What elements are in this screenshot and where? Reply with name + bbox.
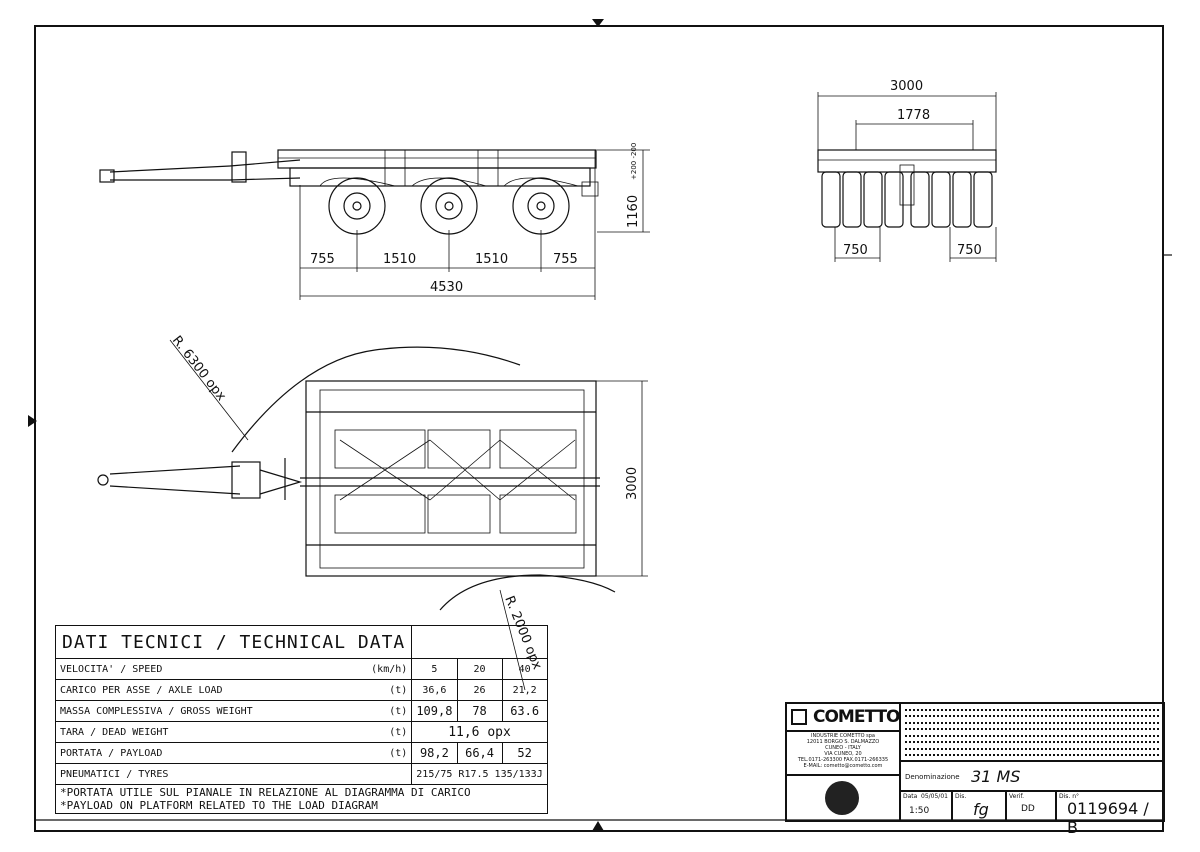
tech-table-title: DATI TECNICI / TECHNICAL DATA [54,625,413,659]
dim-plan-width: 3000 [625,467,640,500]
checked-by: DD [1021,804,1035,814]
center-mark-bottom [592,821,604,831]
dim-front-overhang: 755 [310,252,335,267]
table-row: PNEUMATICI / TYRES 215/75 R17.5 135/133J [54,763,548,785]
company-logo: COMETTO [813,707,900,727]
seal-icon [825,781,859,815]
center-mark-left [28,415,37,427]
table-row: MASSA COMPLESSIVA / GROSS WEIGHT(t) 109,… [54,700,548,722]
dim-outer-radius: R. 6300 opx [169,333,229,404]
drawing-number-cell: Dis. n° 0119694 / B [1056,791,1164,837]
scale-value: 1:50 [909,806,930,816]
table-row: *PORTATA UTILE SUL PIANALE IN RELAZIONE … [55,784,548,814]
side-view [99,149,650,300]
dim-total-length: 4530 [430,280,463,295]
table-row: PORTATA / PAYLOAD(t) 98,2 66,4 52 [54,742,548,764]
note-it: *PORTATA UTILE SUL PIANALE IN RELAZIONE … [60,786,471,799]
dim-rear-width: 3000 [890,79,923,94]
center-mark-top [592,19,604,27]
dim-rear-track-left: 750 [843,243,868,258]
company-logo-cell: COMETTO [786,703,900,731]
rear-view [817,92,997,262]
technical-data-table: DATI TECNICI / TECHNICAL DATA VELOCITA' … [54,625,548,814]
date-value: 05/05/01 [921,793,948,800]
date-cell: Data 05/05/01 1:50 [900,791,952,821]
table-row: CARICO PER ASSE / AXLE LOAD(t) 36,6 26 2… [54,679,548,701]
legal-notice [900,703,1164,761]
dim-axle-spacing-1: 1510 [383,252,416,267]
drawn-by: fg [973,800,989,819]
plan-view [97,339,648,691]
checked-by-cell: Verif. DD [1006,791,1056,821]
dim-rear-overhang: 755 [553,252,578,267]
dim-axle-spacing-2: 1510 [475,252,508,267]
dim-rear-track-right: 750 [957,243,982,258]
logo-icon [791,709,807,725]
company-address: INDUSTRIE COMETTO spa 12011 BORGO S. DAL… [786,731,900,775]
denomination-cell: Denominazione 31 MS [900,761,1164,791]
note-en: *PAYLOAD ON PLATFORM RELATED TO THE LOAD… [60,799,378,812]
drawing-number: 0119694 / B [1067,799,1149,837]
drawn-by-cell: Dis. fg [952,791,1006,821]
denomination-value: 31 MS [971,767,1021,786]
table-row: TARA / DEAD WEIGHT(t) 11,6 opx [54,721,548,743]
dim-height-tolerance: +200 -200 [630,143,638,180]
table-row: VELOCITA' / SPEED(km/h) 5 20 40 [54,658,548,680]
denomination-label: Denominazione [905,773,960,781]
dim-height: 1160 [626,195,641,228]
dim-rear-inner-width: 1778 [897,108,930,123]
title-block: COMETTO INDUSTRIE COMETTO spa 12011 BORG… [785,702,1165,837]
